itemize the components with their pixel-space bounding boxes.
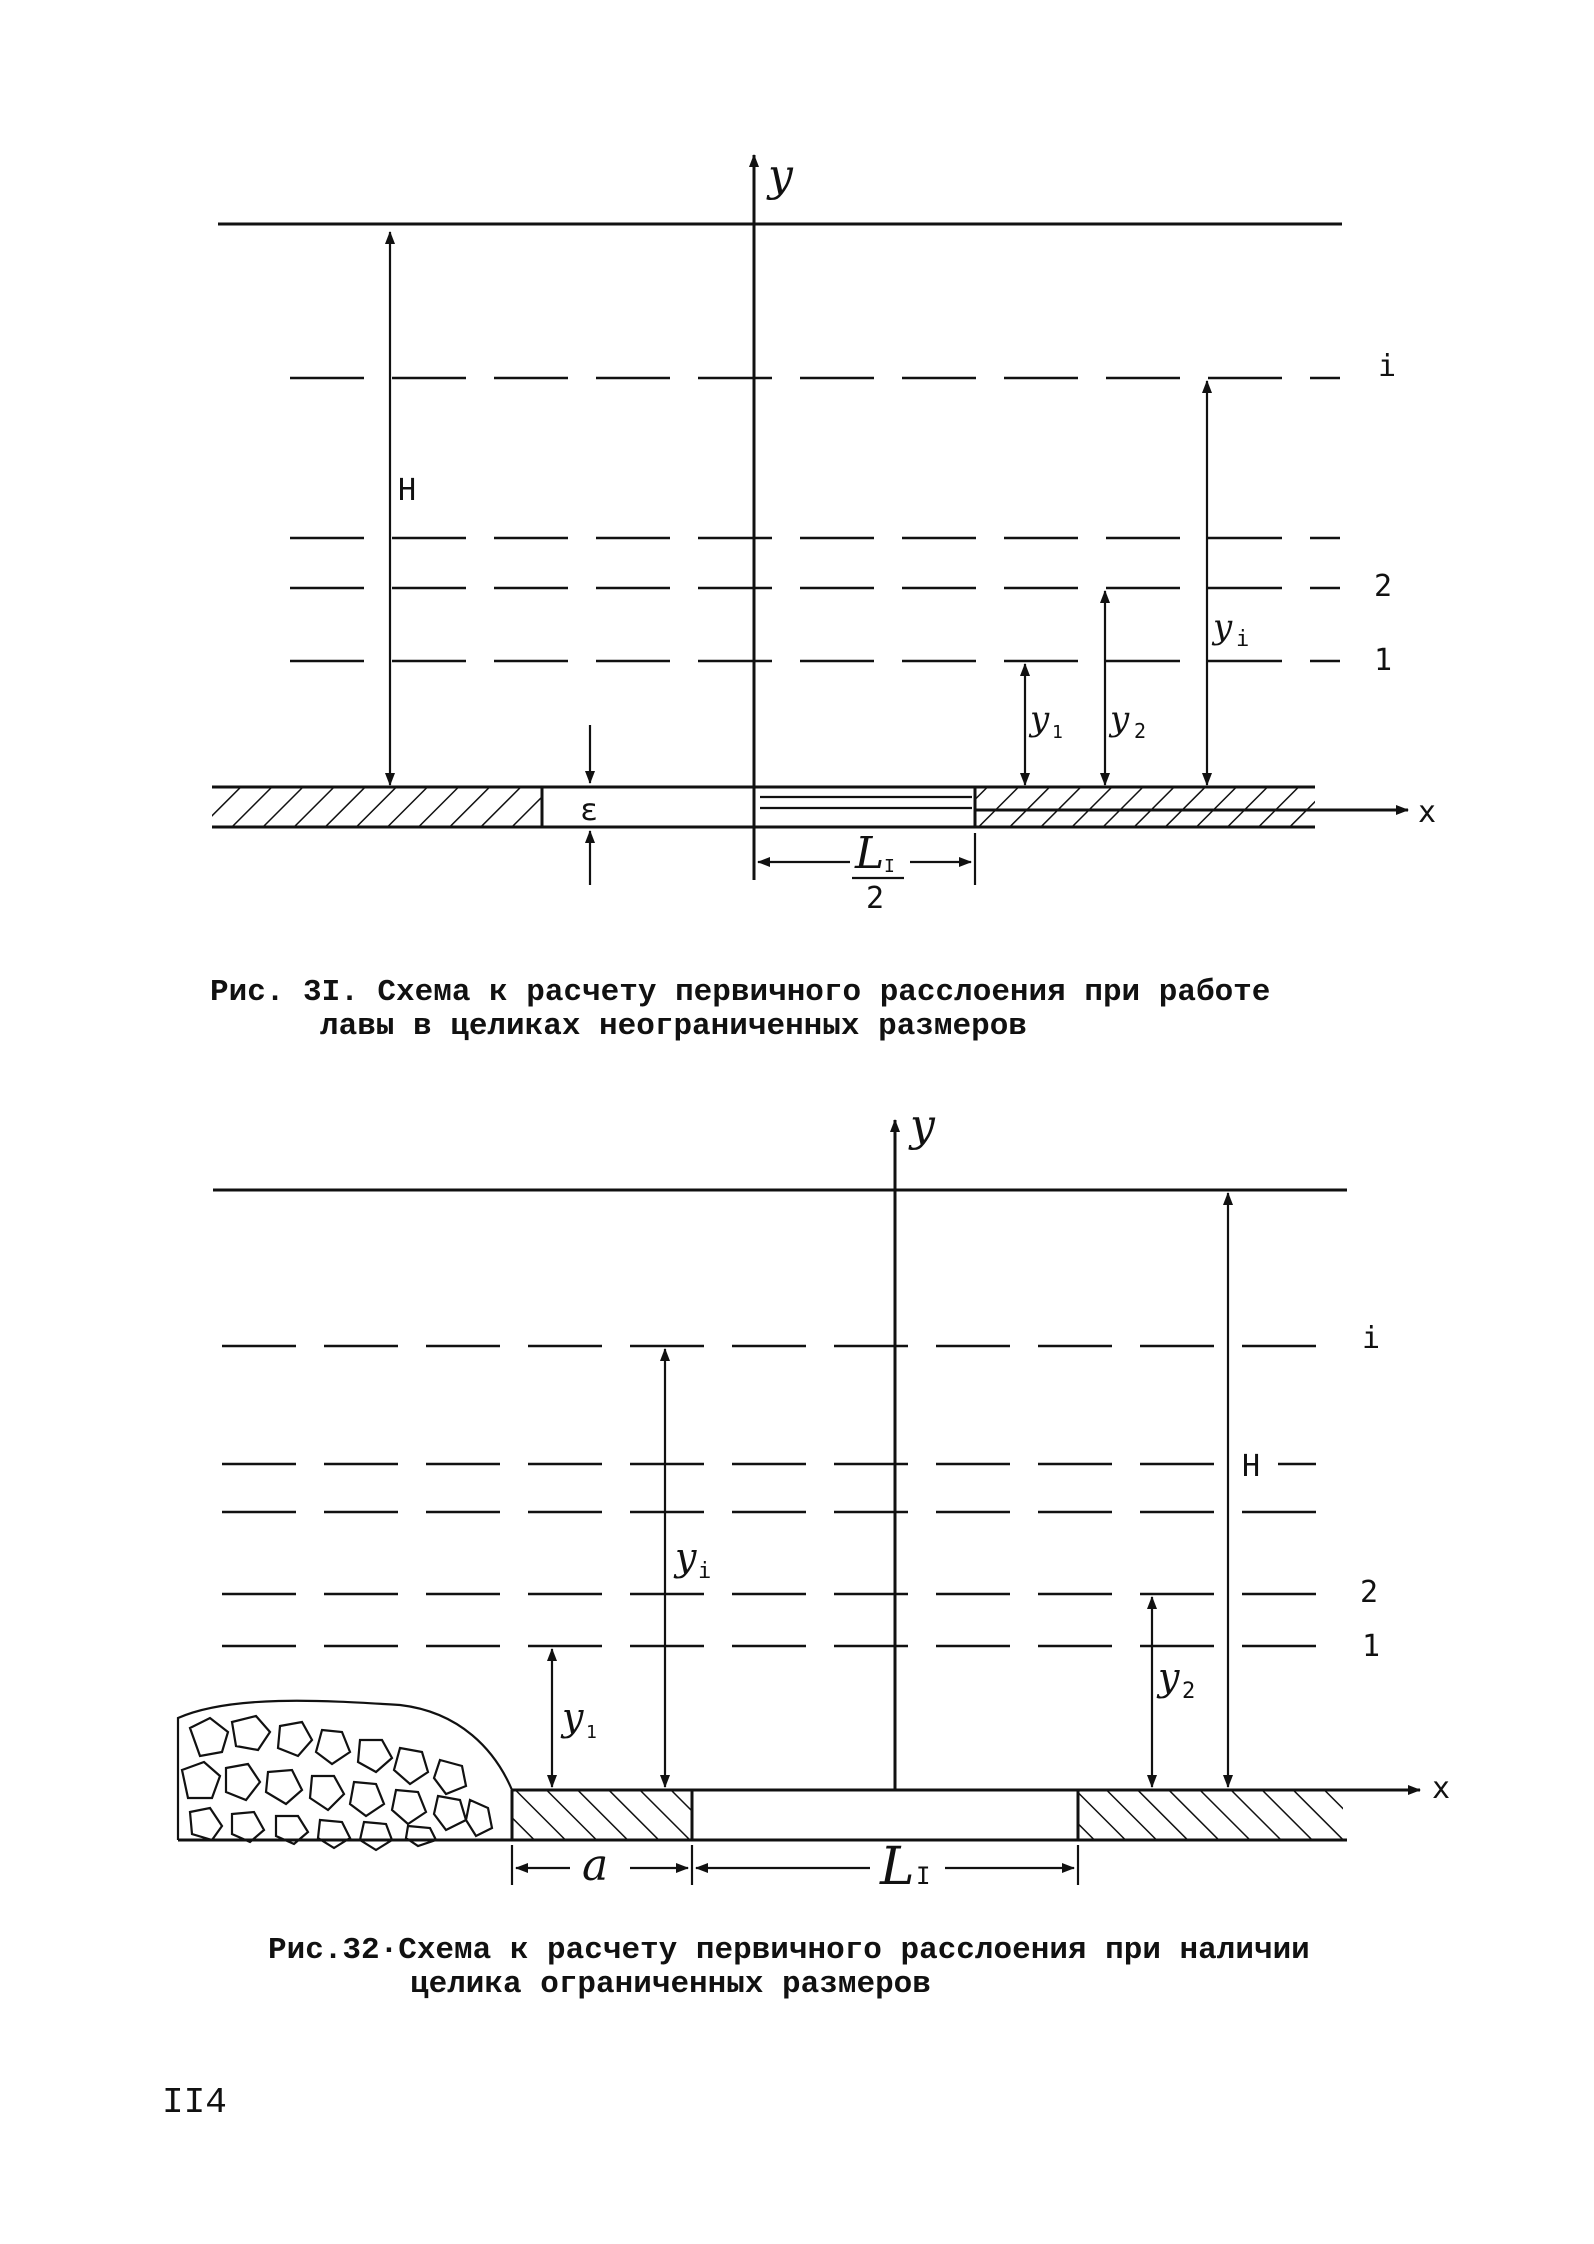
fig1-y-axis-label: y — [766, 150, 794, 201]
fig2-left-pillar — [512, 1790, 692, 1840]
fig1-yi-label: y — [1211, 607, 1233, 647]
fig1-L-denominator: 2 — [866, 881, 884, 916]
fig1-L-subscript: I — [884, 856, 895, 877]
fig2-layer-2-label: 2 — [1360, 1575, 1378, 1610]
fig2-y1-subscript: 1 — [586, 1722, 597, 1743]
fig2-caption-line2: целика ограниченных размеров — [410, 1967, 931, 2002]
fig2-y-axis-label: y — [908, 1100, 936, 1151]
figure-31-diagram: y x H ε L I 2 y — [212, 150, 1436, 916]
figure-32-diagram: y x a L I y — [176, 1100, 1450, 1897]
page-number: II4 — [162, 2082, 227, 2123]
fig2-a-label: a — [582, 1840, 608, 1891]
fig1-y1-label: y — [1028, 699, 1050, 739]
fig1-H-label: H — [398, 473, 416, 508]
fig2-L-subscript: I — [916, 1862, 930, 1890]
fig1-left-pillar — [212, 787, 542, 827]
fig1-layer-2-label: 2 — [1374, 569, 1392, 604]
fig1-caption-line2: лавы в целиках неограниченных размеров — [320, 1009, 1027, 1044]
fig1-y2-subscript: 2 — [1134, 719, 1146, 743]
fig2-y2-subscript: 2 — [1182, 1679, 1195, 1704]
fig2-layer-i-label: i — [1362, 1321, 1380, 1356]
fig2-yi-label: y — [673, 1535, 697, 1579]
fig1-caption-line1: Рис. 3I. Схема к расчету первичного расс… — [210, 975, 1270, 1010]
fig2-caved-rock — [176, 1699, 514, 1852]
fig2-layer-1-label: 1 — [1362, 1629, 1380, 1664]
fig1-y1-subscript: 1 — [1052, 722, 1063, 743]
fig2-x-axis-label: x — [1432, 1771, 1450, 1806]
fig2-H-label-background — [1234, 1448, 1278, 1482]
fig2-H-label: H — [1242, 1449, 1260, 1484]
fig2-L-label: L — [879, 1837, 915, 1897]
fig1-layer-1-label: 1 — [1374, 643, 1392, 678]
fig1-epsilon-label: ε — [580, 793, 598, 828]
fig2-y1-label: y — [560, 1695, 584, 1739]
fig2-yi-subscript: i — [698, 1559, 711, 1584]
fig2-caption-line1: Рис.32·Схема к расчету первичного рассло… — [268, 1933, 1310, 1968]
fig1-y2-label: y — [1108, 699, 1130, 739]
fig1-layer-i-label: i — [1378, 349, 1396, 384]
fig1-yi-subscript: i — [1236, 627, 1249, 652]
fig1-right-pillar — [975, 787, 1315, 827]
fig1-L-label: L — [854, 828, 884, 879]
fig2-y2-label: y — [1156, 1655, 1180, 1699]
fig1-x-axis-label: x — [1418, 795, 1436, 830]
fig2-right-pillar — [1078, 1790, 1343, 1840]
